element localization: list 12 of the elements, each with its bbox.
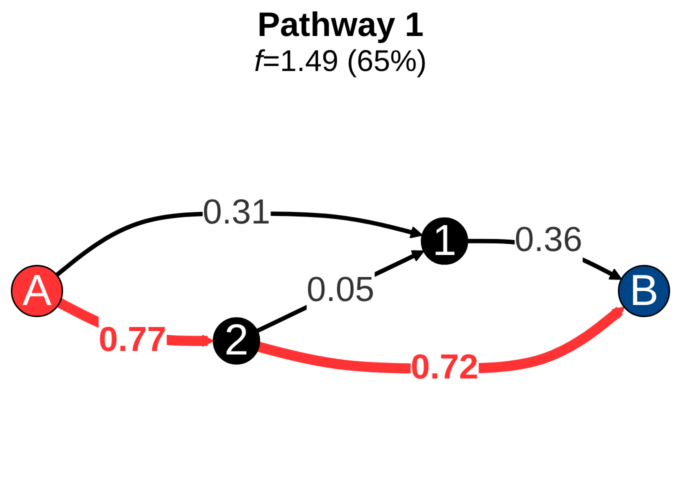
node-circle: 2 bbox=[212, 317, 260, 365]
arrow bbox=[256, 250, 424, 333]
subtitle-text: f=1.49 (65%) bbox=[254, 45, 427, 79]
edge-label: 0.72 bbox=[410, 348, 478, 388]
edge-label: 0.31 bbox=[202, 193, 270, 232]
edge-label: 0.05 bbox=[306, 270, 374, 310]
edge-label: 0.36 bbox=[514, 220, 582, 260]
node-circle: A bbox=[10, 264, 64, 318]
node-circle: 1 bbox=[420, 217, 468, 265]
node-circle: B bbox=[618, 264, 670, 318]
edge-label: 0.77 bbox=[98, 320, 166, 360]
diagram-title: Pathway 1 bbox=[257, 6, 424, 45]
